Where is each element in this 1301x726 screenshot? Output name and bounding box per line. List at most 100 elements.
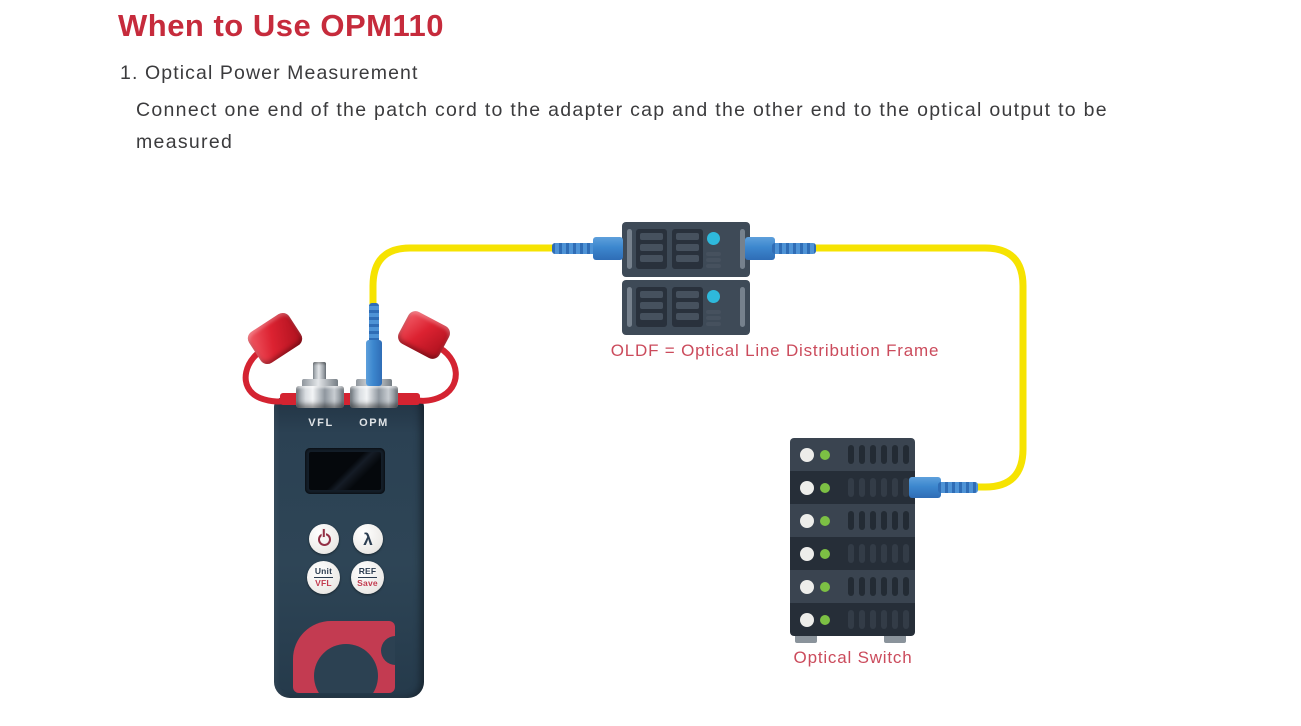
- switch-vent-slot: [859, 478, 865, 497]
- rack-vent-bar: [706, 316, 721, 320]
- switch-vent-slot: [903, 577, 909, 596]
- step-body-text: Connect one end of the patch cord to the…: [136, 99, 1108, 153]
- vfl-port-label: VFL: [308, 417, 334, 429]
- switch-vent-slot: [859, 577, 865, 596]
- status-led-cyan-icon: [707, 290, 720, 303]
- status-led-green-icon: [820, 450, 830, 460]
- page-title: When to Use OPM110: [118, 8, 444, 43]
- status-led-white-icon: [800, 613, 814, 627]
- patch-cord-left: [369, 244, 561, 312]
- switch-vent-slot: [881, 577, 887, 596]
- opm-port-label: OPM: [359, 417, 389, 429]
- sc-connector-boot: [369, 303, 379, 345]
- switch-vent-slot: [870, 544, 876, 563]
- rack-port-panel: [636, 287, 667, 327]
- rack-rail-right: [740, 287, 745, 327]
- switch-vent-slot: [870, 478, 876, 497]
- power-icon: [317, 532, 331, 546]
- rack-port-slot: [676, 313, 699, 320]
- rack-port-slot: [676, 233, 699, 240]
- switch-vent-slot: [903, 445, 909, 464]
- rack-rail-left: [627, 229, 632, 269]
- sc-connector-boot: [938, 482, 978, 493]
- switch-vent-slot: [881, 445, 887, 464]
- status-led-green-icon: [820, 516, 830, 526]
- switch-vent-slot: [848, 544, 854, 563]
- switch-rack-unit: [790, 504, 915, 537]
- rack-port-slot: [640, 244, 663, 251]
- sc-connector-boot: [552, 243, 598, 254]
- status-led-green-icon: [820, 483, 830, 493]
- switch-vent-slot: [881, 511, 887, 530]
- sc-connector-body: [366, 340, 382, 386]
- switch-vent-slot: [859, 445, 865, 464]
- optical-switch-label: Optical Switch: [793, 648, 913, 667]
- switch-foot-right: [884, 636, 906, 643]
- switch-vent-slot: [903, 610, 909, 629]
- button-divider: [358, 576, 377, 579]
- status-led-green-icon: [820, 615, 830, 625]
- switch-vent-slot: [848, 445, 854, 464]
- switch-rack-unit: [790, 537, 915, 570]
- status-led-white-icon: [800, 580, 814, 594]
- device-display: [305, 448, 385, 494]
- switch-vent-slot: [892, 445, 898, 464]
- rack-port-slot: [676, 302, 699, 309]
- rack-port-slot: [640, 233, 663, 240]
- ref-save-button: REF Save: [351, 561, 384, 594]
- switch-vent-slot: [870, 511, 876, 530]
- sc-connector-body: [745, 237, 775, 260]
- rack-vent-bar: [706, 258, 721, 262]
- status-led-white-icon: [800, 514, 814, 528]
- switch-rack-unit: [790, 438, 915, 471]
- switch-vent-slot: [859, 511, 865, 530]
- switch-vent-slot: [848, 478, 854, 497]
- switch-vent-slot: [892, 610, 898, 629]
- opm-port-adapter: [350, 386, 398, 408]
- logo-circle-cutout: [314, 644, 378, 693]
- switch-vent-slot: [870, 445, 876, 464]
- status-led-white-icon: [800, 547, 814, 561]
- vfl-port-adapter: [296, 386, 344, 408]
- step-heading: 1. Optical Power Measurement: [120, 62, 419, 84]
- rack-vent-bar: [706, 264, 721, 268]
- brand-logo-shape: [293, 621, 395, 693]
- rack-port-slot: [640, 302, 663, 309]
- switch-vent-slot: [881, 544, 887, 563]
- oldf-label: OLDF = Optical Line Distribution Frame: [610, 341, 940, 360]
- switch-vent-slot: [848, 610, 854, 629]
- switch-vent-slot: [859, 544, 865, 563]
- rack-rail-right: [740, 229, 745, 269]
- oldf-rack-unit: [622, 280, 750, 335]
- switch-vent-slot: [903, 544, 909, 563]
- switch-vent-slot: [859, 610, 865, 629]
- rack-port-slot: [640, 255, 663, 262]
- rack-port-panel: [672, 229, 703, 269]
- switch-rack-unit: [790, 471, 915, 504]
- status-led-white-icon: [800, 448, 814, 462]
- wavelength-button: λ: [353, 524, 383, 554]
- save-label: Save: [357, 578, 378, 589]
- switch-vent-slot: [870, 610, 876, 629]
- dust-cap-right: [395, 308, 453, 362]
- device-display-screen: [309, 452, 381, 490]
- switch-rack-unit: [790, 570, 915, 603]
- rack-vent-bar: [706, 252, 721, 256]
- unit-label: Unit: [314, 565, 333, 576]
- power-button: [309, 524, 339, 554]
- rack-port-slot: [640, 313, 663, 320]
- status-led-green-icon: [820, 582, 830, 592]
- rack-port-slot: [676, 255, 699, 262]
- oldf-rack-unit: [622, 222, 750, 277]
- switch-vent-slot: [870, 577, 876, 596]
- switch-vent-slot: [903, 511, 909, 530]
- switch-vent-slot: [848, 577, 854, 596]
- vfl-label: VFL: [315, 578, 332, 589]
- rack-port-panel: [636, 229, 667, 269]
- dust-cap-left: [244, 309, 306, 368]
- unit-vfl-button: Unit VFL: [307, 561, 340, 594]
- rack-port-panel: [672, 287, 703, 327]
- status-led-cyan-icon: [707, 232, 720, 245]
- ref-label: REF: [358, 565, 377, 576]
- sc-connector-body: [909, 477, 941, 498]
